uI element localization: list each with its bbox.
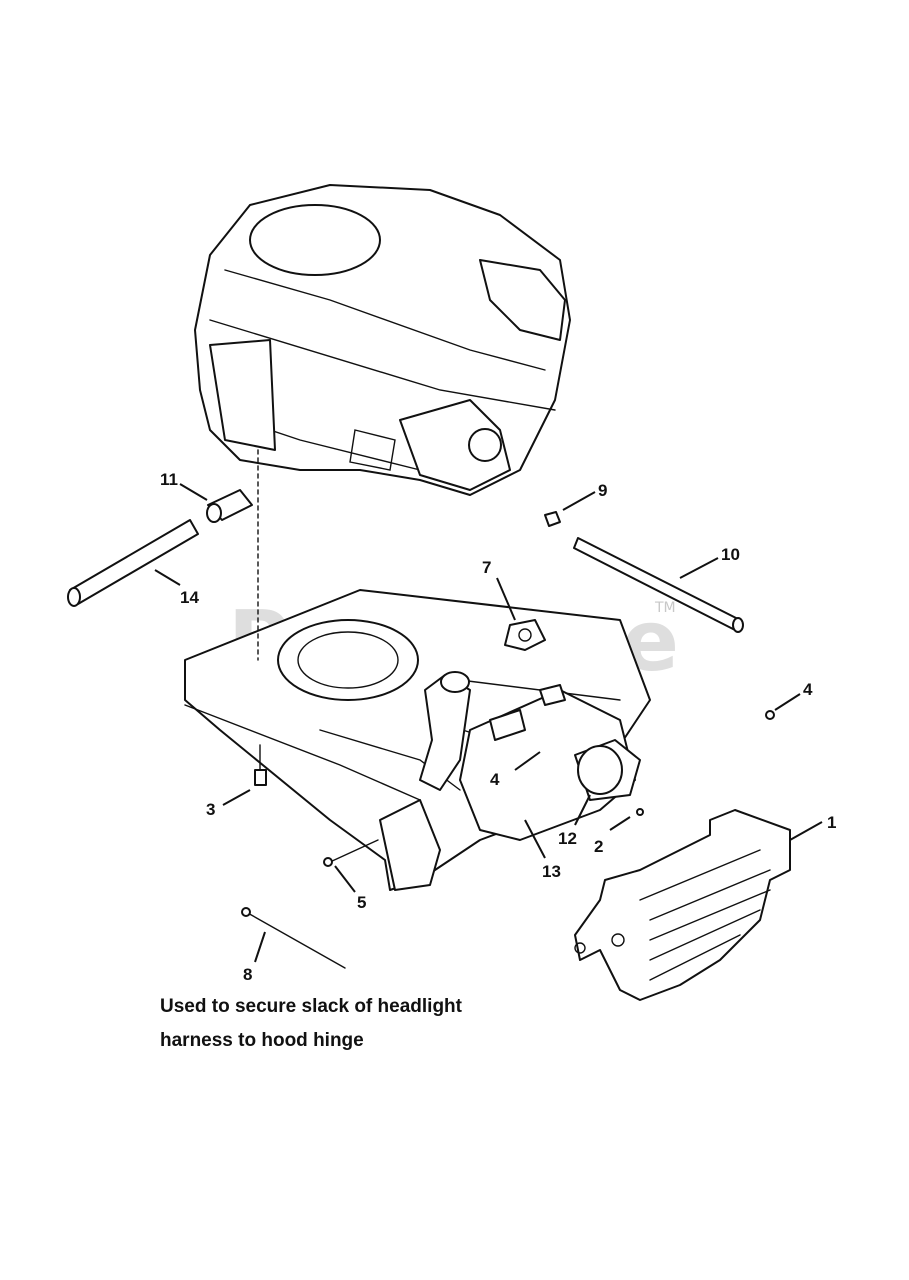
exhaust-pipe bbox=[419, 619, 546, 791]
leader-lines bbox=[154, 483, 823, 963]
callout-8: 8 bbox=[243, 965, 252, 984]
cable-tie-part-8 bbox=[241, 907, 346, 969]
note-line-2: harness to hood hinge bbox=[160, 1030, 364, 1051]
callout-7: 7 bbox=[482, 558, 491, 577]
callout-2: 2 bbox=[594, 837, 603, 856]
callout-14: 14 bbox=[180, 588, 199, 607]
callout-3: 3 bbox=[206, 800, 215, 819]
callout-12: 12 bbox=[558, 829, 577, 848]
callout-9: 9 bbox=[598, 481, 607, 500]
part-8-usage-note: Used to secure slack of headlight harnes… bbox=[160, 990, 462, 1058]
fitting-part-11 bbox=[206, 489, 253, 523]
bolt-part-3 bbox=[254, 744, 267, 786]
screw-part-5 bbox=[323, 839, 379, 867]
engine-assembly bbox=[194, 184, 571, 496]
callout-4-left: 4 bbox=[490, 770, 500, 789]
callout-13: 13 bbox=[542, 862, 561, 881]
callout-1: 1 bbox=[827, 813, 836, 832]
nut-part-9 bbox=[544, 511, 561, 527]
watermark-trademark: TM bbox=[654, 600, 676, 616]
callout-labels: 1 2 3 4 4 5 7 8 9 10 11 12 13 14 bbox=[160, 470, 836, 984]
rod-part-10 bbox=[573, 537, 744, 633]
callout-10: 10 bbox=[721, 545, 740, 564]
callout-5: 5 bbox=[357, 893, 366, 912]
note-line-1: Used to secure slack of headlight bbox=[160, 996, 462, 1017]
callout-11: 11 bbox=[160, 470, 178, 489]
muffler-heat-shield bbox=[574, 809, 791, 1001]
muffler bbox=[459, 684, 641, 841]
screw-part-4-right bbox=[765, 710, 775, 720]
callout-4-right: 4 bbox=[803, 680, 813, 699]
tube-part-14 bbox=[67, 519, 199, 607]
screw-part-2 bbox=[636, 808, 644, 816]
